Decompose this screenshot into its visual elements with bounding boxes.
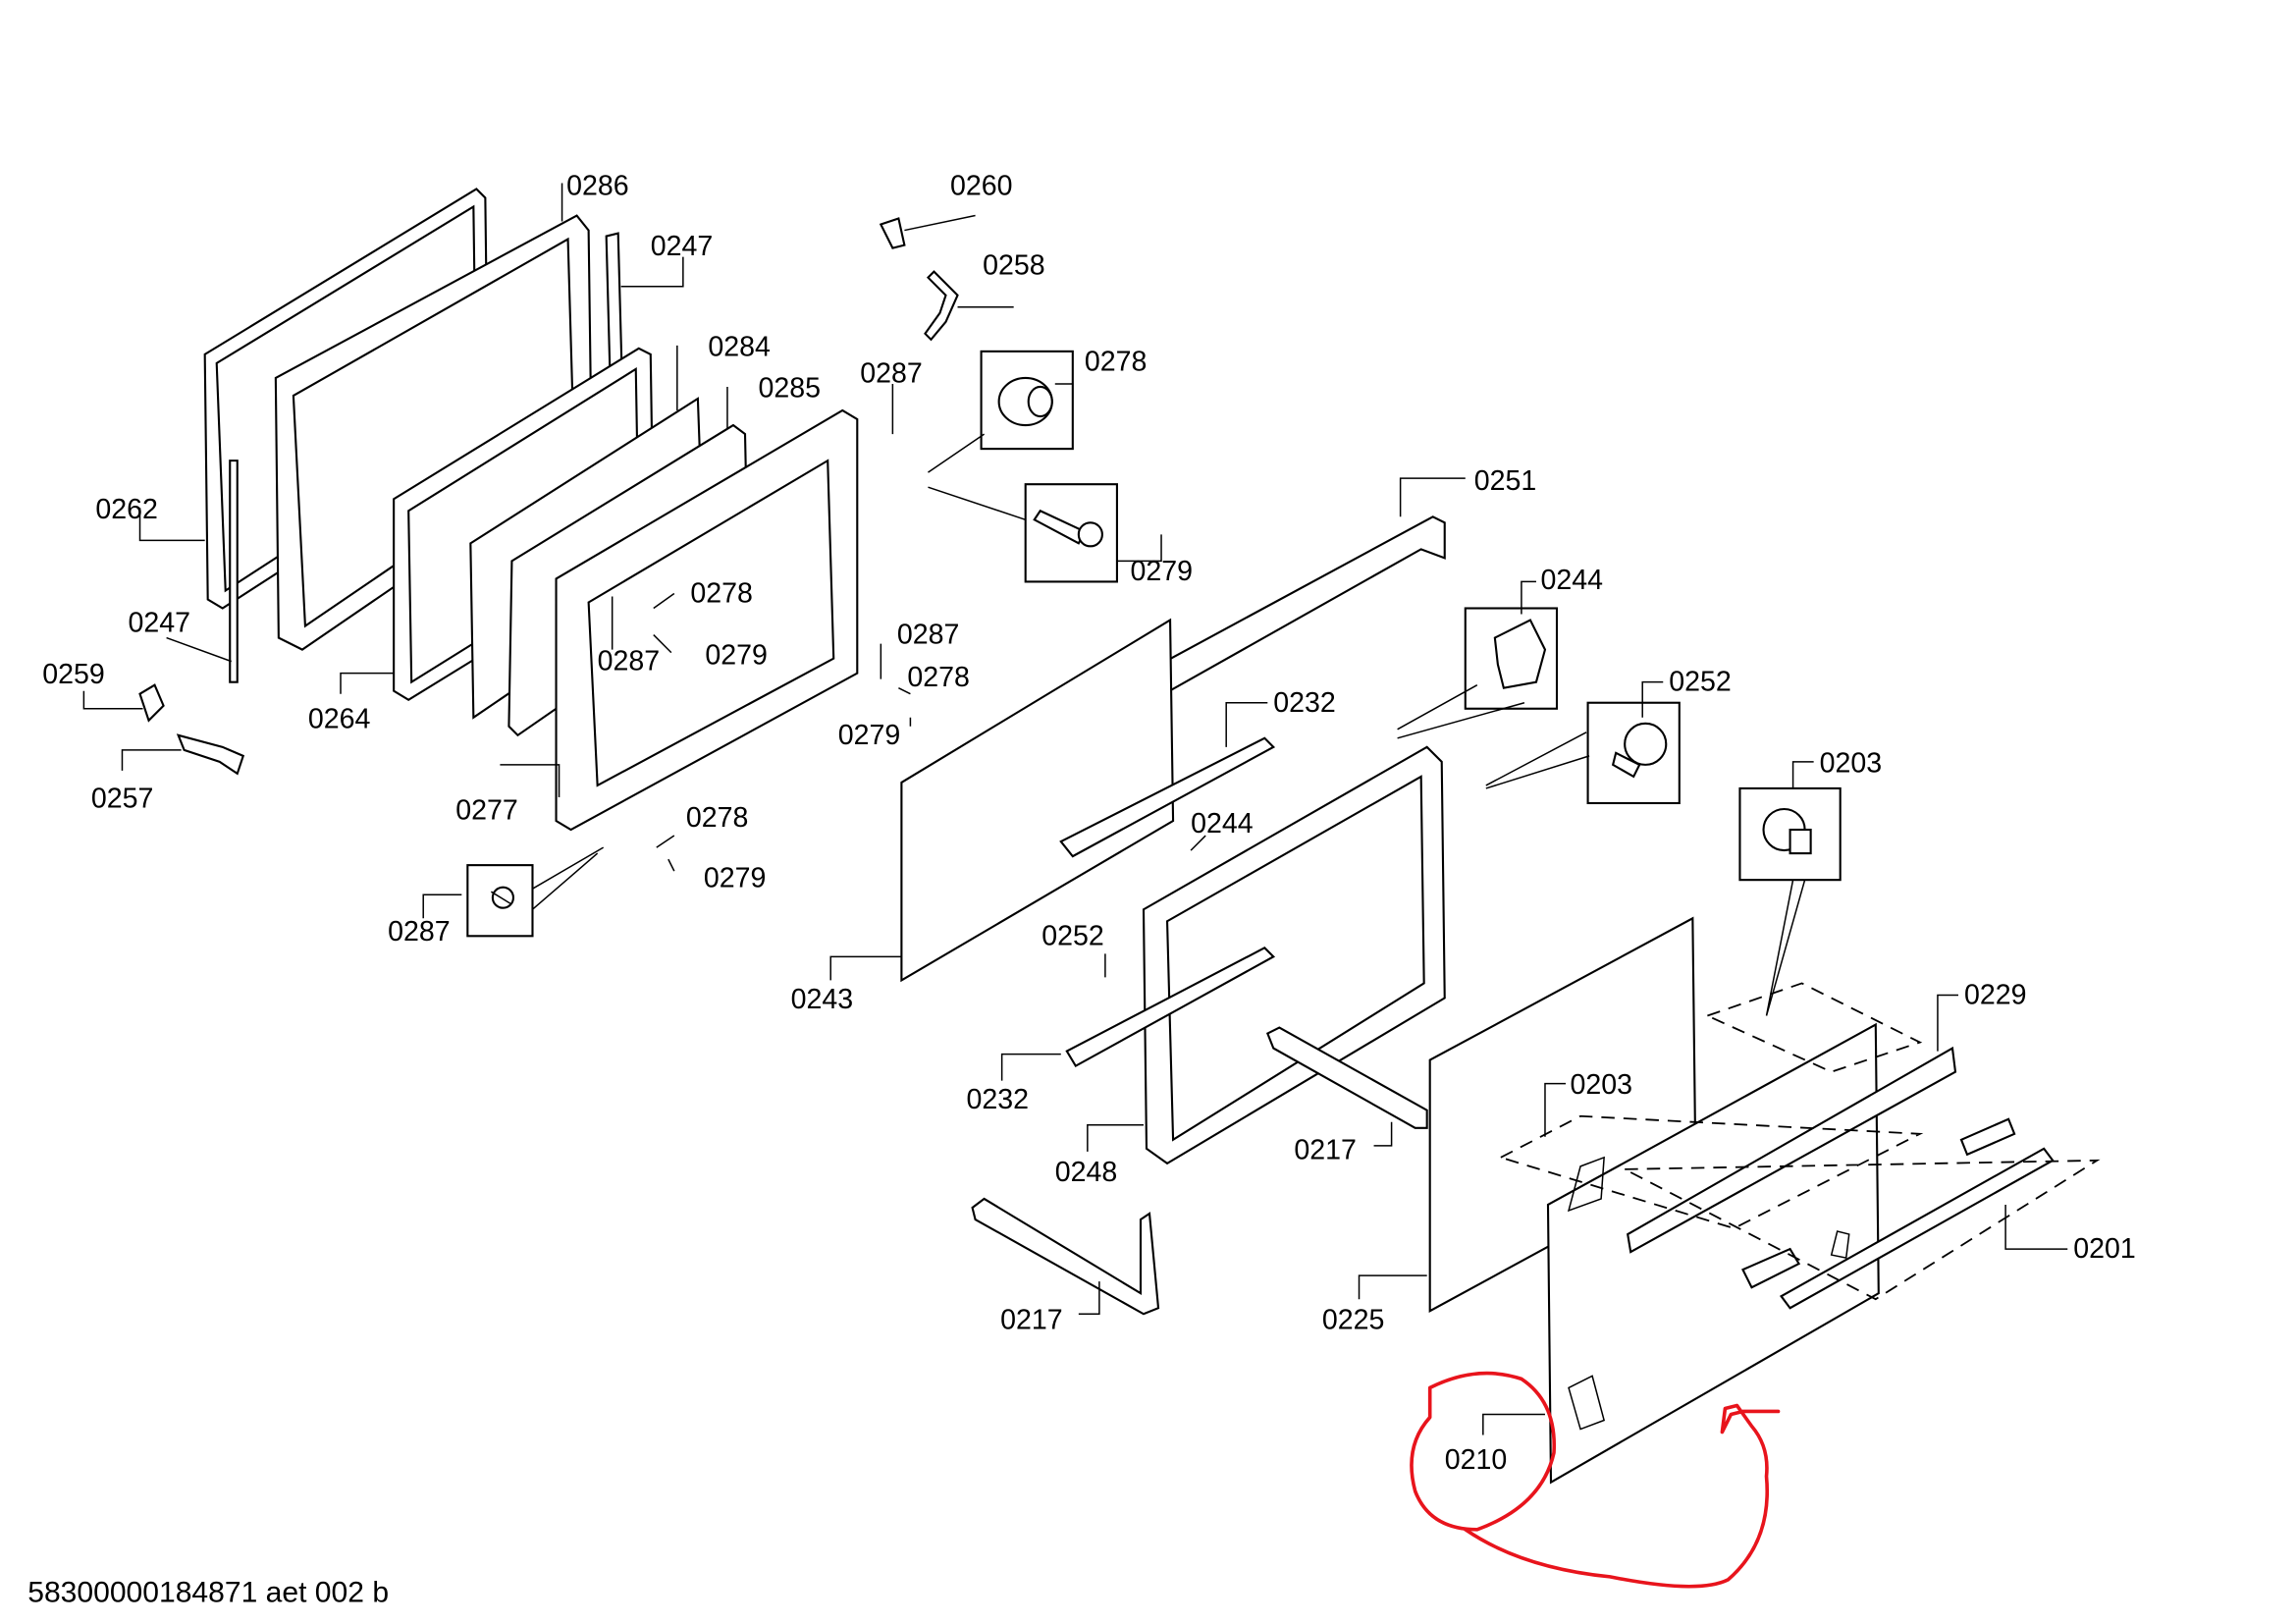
oven-body-parts bbox=[900, 515, 2101, 1485]
part-label-highlighted[interactable]: 0210 bbox=[1445, 1444, 1508, 1476]
part-label[interactable]: 0201 bbox=[2073, 1233, 2136, 1265]
red-arrow-annotation bbox=[1463, 1403, 1781, 1589]
drawing-id-footer: 58300000184871 aet 002 b bbox=[27, 1576, 389, 1608]
part-label[interactable]: 0285 bbox=[759, 372, 822, 404]
part-label[interactable]: 0279 bbox=[704, 863, 767, 894]
part-label[interactable]: 0251 bbox=[1474, 465, 1537, 497]
part-0260-clip bbox=[879, 217, 906, 249]
part-label[interactable]: 0277 bbox=[455, 795, 518, 827]
part-0217-runner-2 bbox=[971, 1197, 1160, 1316]
part-label[interactable]: 0217 bbox=[1294, 1134, 1357, 1165]
red-circle-annotation bbox=[1410, 1371, 1557, 1532]
part-labels: 0286 0247 0284 0285 0262 0247 0259 0257 … bbox=[42, 170, 2136, 1476]
part-label[interactable]: 0258 bbox=[983, 250, 1045, 282]
part-label[interactable]: 0257 bbox=[91, 783, 154, 814]
part-label[interactable]: 0203 bbox=[1820, 747, 1883, 779]
part-label[interactable]: 0260 bbox=[950, 170, 1013, 201]
part-0217-runner bbox=[1265, 1026, 1428, 1129]
door-parts-group bbox=[138, 188, 959, 832]
part-0259-hinge bbox=[138, 683, 165, 723]
part-label[interactable]: 0278 bbox=[907, 662, 970, 693]
part-label[interactable]: 0229 bbox=[1964, 979, 2027, 1010]
leader-lines bbox=[82, 183, 2068, 1435]
part-label[interactable]: 0287 bbox=[598, 646, 661, 677]
part-label[interactable]: 0247 bbox=[128, 608, 190, 639]
part-label[interactable]: 0243 bbox=[791, 984, 854, 1015]
part-label[interactable]: 0252 bbox=[1669, 667, 1732, 698]
part-label[interactable]: 0278 bbox=[1085, 346, 1148, 377]
part-label[interactable]: 0287 bbox=[897, 620, 960, 651]
part-0258-bracket bbox=[924, 270, 959, 342]
part-label[interactable]: 0244 bbox=[1540, 565, 1603, 596]
part-label[interactable]: 0232 bbox=[967, 1084, 1030, 1115]
part-label[interactable]: 0262 bbox=[95, 494, 158, 525]
part-0232-rail bbox=[1059, 736, 1276, 858]
part-label[interactable]: 0278 bbox=[690, 577, 753, 609]
part-label[interactable]: 0279 bbox=[838, 720, 901, 751]
part-label[interactable]: 0287 bbox=[388, 916, 451, 947]
part-label[interactable]: 0248 bbox=[1055, 1157, 1118, 1188]
part-0243-panel bbox=[900, 618, 1175, 983]
part-0201-block-2 bbox=[1959, 1117, 2016, 1157]
part-label[interactable]: 0278 bbox=[686, 802, 749, 834]
part-label[interactable]: 0232 bbox=[1273, 687, 1336, 719]
part-0247-seal bbox=[229, 460, 239, 683]
part-0248-frame bbox=[1142, 745, 1446, 1165]
part-label[interactable]: 0286 bbox=[566, 170, 629, 201]
part-0201-block bbox=[1741, 1247, 1801, 1289]
part-label[interactable]: 0287 bbox=[860, 357, 923, 389]
part-label[interactable]: 0279 bbox=[1130, 556, 1193, 587]
part-label[interactable]: 0244 bbox=[1191, 808, 1254, 839]
part-0277-inner-door bbox=[555, 408, 859, 832]
part-label[interactable]: 0264 bbox=[308, 703, 371, 734]
part-label[interactable]: 0259 bbox=[42, 659, 105, 690]
part-0229-plate bbox=[1627, 1046, 1957, 1254]
part-label[interactable]: 0284 bbox=[708, 331, 771, 362]
part-label[interactable]: 0203 bbox=[1571, 1069, 1633, 1101]
part-label[interactable]: 0252 bbox=[1041, 920, 1104, 951]
part-label[interactable]: 0279 bbox=[705, 640, 768, 672]
part-0257-hinge bbox=[176, 733, 245, 776]
part-label[interactable]: 0225 bbox=[1322, 1304, 1385, 1335]
part-0232-lower bbox=[1065, 947, 1276, 1068]
detail-insets bbox=[466, 350, 1842, 1016]
part-label[interactable]: 0247 bbox=[651, 231, 714, 262]
part-label[interactable]: 0217 bbox=[1000, 1304, 1063, 1335]
